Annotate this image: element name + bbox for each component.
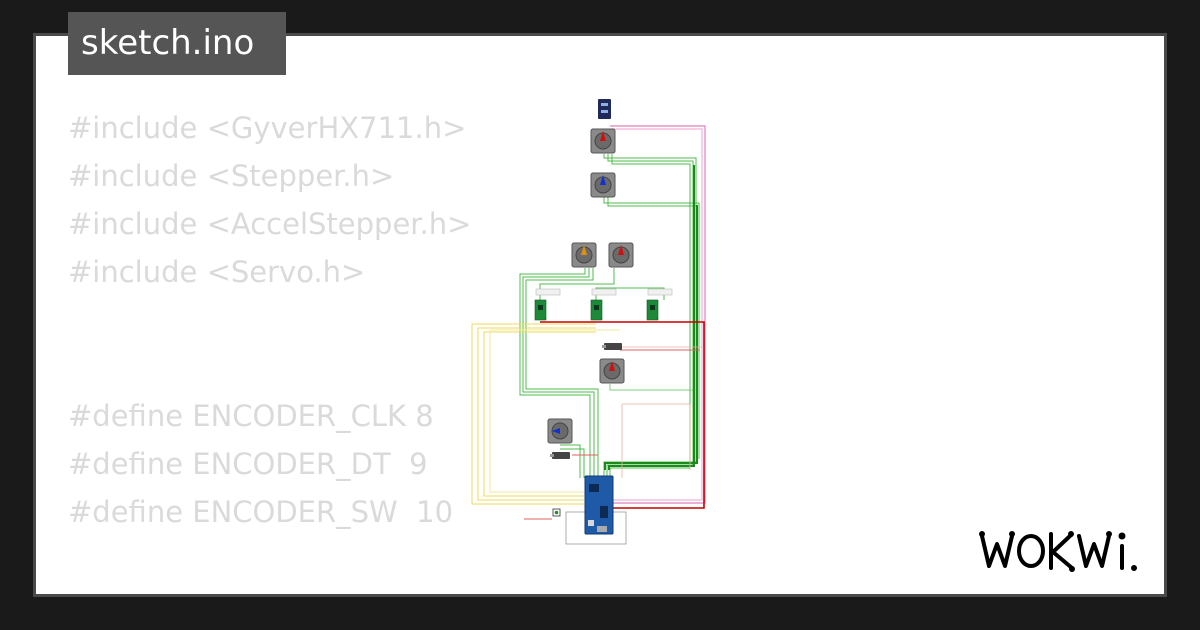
stepper-motor-2 [590, 172, 616, 198]
stepper-motor-5 [599, 358, 625, 384]
servo-2 [550, 452, 570, 459]
code-line: #include <AccelStepper.h> [68, 207, 472, 241]
code-background: #include <GyverHX711.h> #include <Stepper… [68, 104, 472, 594]
hx711-module [598, 99, 611, 119]
wokwi-logo-icon [979, 531, 1137, 572]
green-wires-dark [604, 165, 698, 470]
code-line: #define ENCODER_CLK 8 [68, 399, 434, 433]
stepper-motor-1 [590, 128, 616, 154]
code-line: #include <Servo.h> [68, 255, 366, 289]
servo-1 [602, 343, 622, 350]
stepper-motor-6 [547, 418, 573, 444]
thin-orange-wires [612, 346, 702, 478]
pink-wire [610, 125, 706, 504]
stepper-driver-3 [646, 288, 673, 321]
stepper-motor-3 [571, 242, 597, 268]
yellow-wires [471, 323, 620, 505]
wokwi-logo [976, 526, 1150, 580]
stepper-driver-2 [590, 288, 617, 321]
file-name-tab: sketch.ino [68, 12, 286, 75]
code-line: #define ENCODER_DT 9 [68, 447, 428, 481]
stepper-driver-1 [534, 288, 561, 321]
stepper-motor-4 [608, 242, 634, 268]
code-line: #include <GyverHX711.h> [68, 111, 467, 145]
code-line: #define ENCODER_SW 10 [68, 495, 454, 529]
red-wire [524, 321, 705, 520]
code-line: #include <Stepper.h> [68, 159, 395, 193]
arduino-mega-board [565, 475, 627, 545]
green-wires [519, 154, 700, 478]
code-line: #define MOTOR_PIN_A1 47 [68, 584, 471, 594]
pushbutton [552, 508, 561, 517]
